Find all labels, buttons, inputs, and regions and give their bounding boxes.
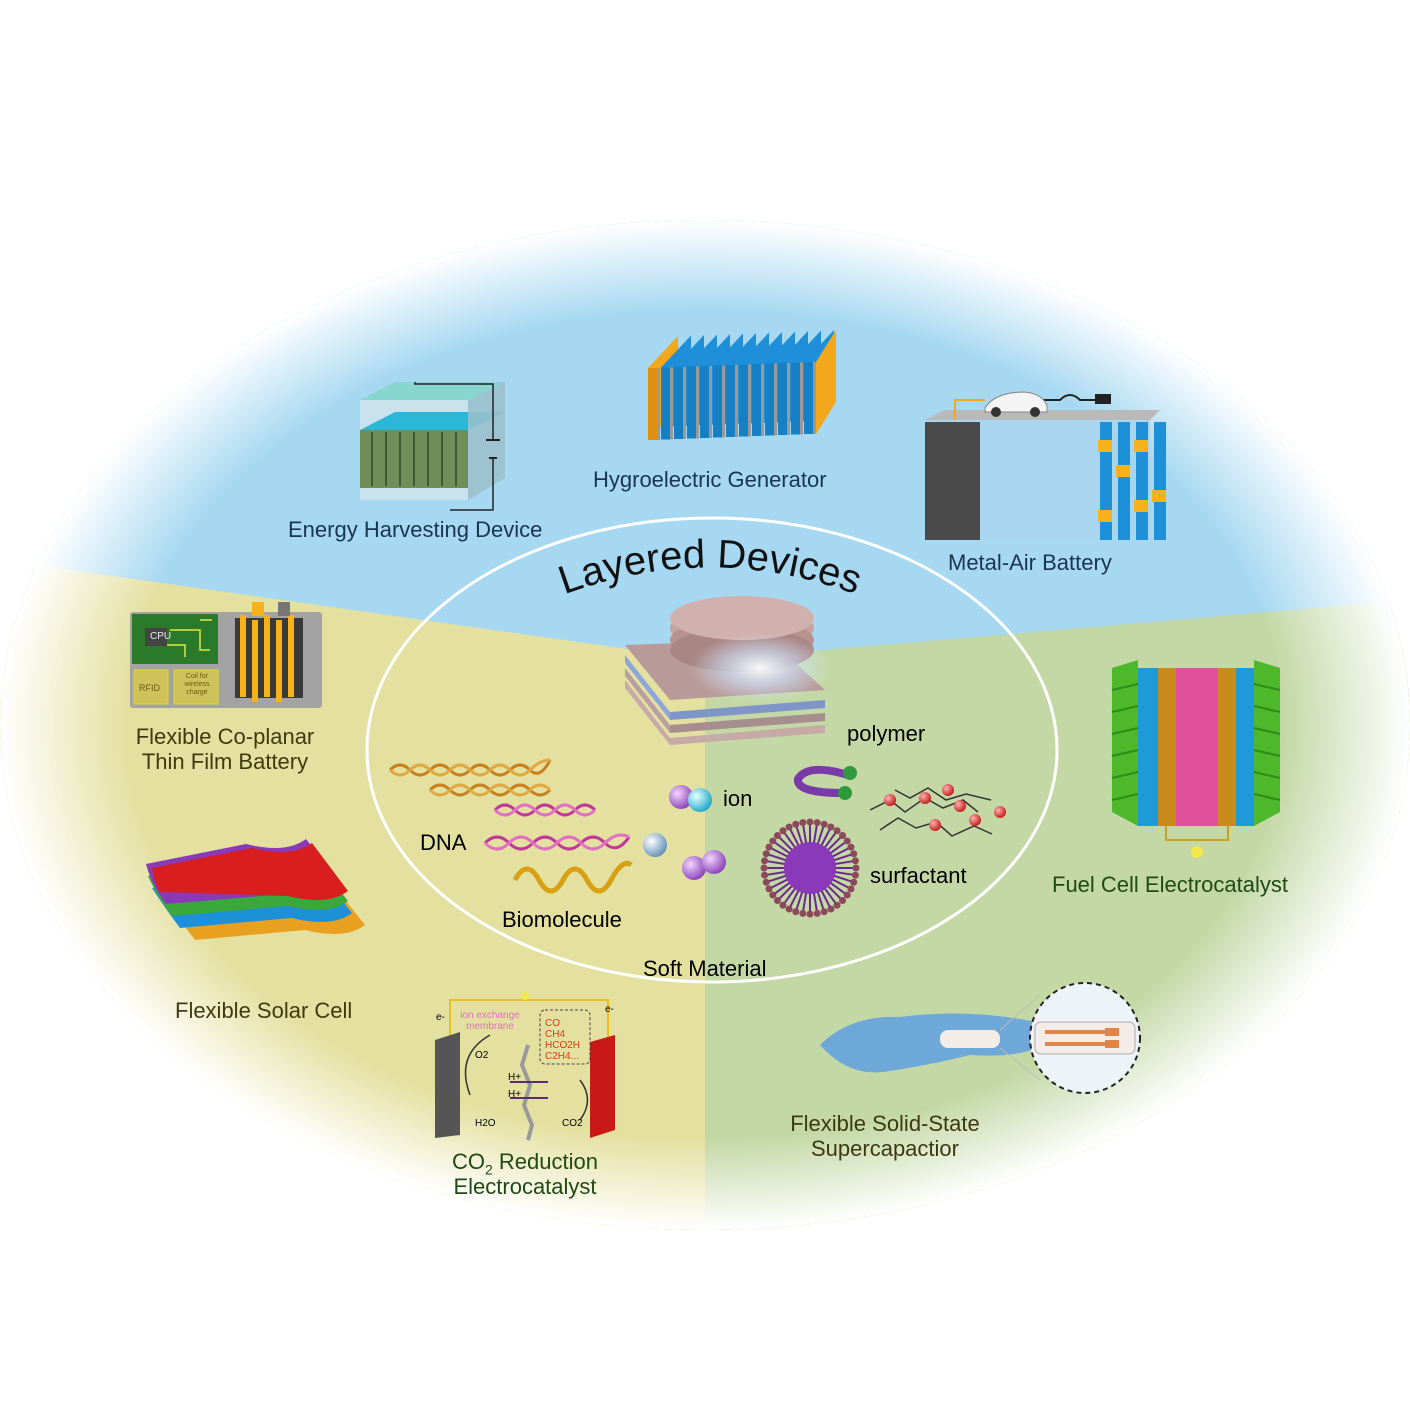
product-hco2h: HCO2H [545, 1040, 581, 1051]
surfactant-label: surfactant [870, 863, 967, 888]
co2-label-line2: Electrocatalyst [453, 1174, 597, 1199]
supercap-label-line2: Supercapactior [811, 1136, 959, 1161]
ion-icons [643, 785, 726, 880]
energy-harvesting-label: Energy Harvesting Device [288, 517, 543, 542]
metal-air-label: Metal-Air Battery [948, 550, 1112, 575]
electron-label-right: e- [605, 1004, 614, 1015]
hplus-label-1: H+ [508, 1072, 522, 1083]
product-ch4: CH4 [545, 1029, 566, 1040]
electron-label-left: e- [436, 1012, 445, 1023]
fuel-cell-icon [1111, 660, 1281, 858]
coil-label: Coil for wireless charge [184, 673, 210, 696]
ion-label: ion [723, 786, 753, 811]
product-co: CO [545, 1018, 560, 1029]
layered-stack-icon [625, 596, 830, 745]
h2o-label: H2O [475, 1118, 496, 1129]
product-c2h4: C2H4... [545, 1051, 579, 1062]
surfactant-icon [760, 818, 860, 918]
solar-cell-label: Flexible Solar Cell [175, 998, 353, 1023]
co2-subscript: 2 [485, 1161, 493, 1178]
co2-inset-label: CO2 [562, 1118, 583, 1129]
coplanar-label-line1: Flexible Co-planar [135, 724, 315, 749]
energy-harvesting-device-icon [360, 382, 505, 511]
cpu-label: CPU [150, 631, 172, 642]
co2-text: CO [452, 1149, 485, 1174]
hygroelectric-generator-icon [648, 330, 836, 440]
polymer-label: polymer [847, 721, 926, 746]
coplanar-label-line2: Thin Film Battery [141, 749, 309, 774]
hplus-label-2: H+ [508, 1089, 522, 1100]
solar-cell-icon [146, 839, 365, 940]
supercap-label-line1: Flexible Solid-State [790, 1111, 980, 1136]
rfid-label: RFID [139, 683, 160, 693]
soft-material-ring [365, 516, 1059, 984]
soft-material-label: Soft Material [643, 956, 767, 981]
products-list: CO CH4 HCO2H C2H4... [545, 1018, 580, 1062]
hygroelectric-label: Hygroelectric Generator [593, 467, 827, 492]
membrane-label: ion exchange membrane [460, 1010, 520, 1032]
co2-label-line1: CO2 Reduction [420, 1149, 630, 1182]
co2-reduction-icon [435, 992, 615, 1141]
co2-reduction-text: Reduction [492, 1149, 598, 1174]
biomolecule-icon [512, 860, 633, 894]
o2-label: O2 [475, 1050, 489, 1061]
metal-air-battery-icon [925, 391, 1166, 540]
coplanar-battery-icon [130, 602, 322, 708]
supercapacitor-glove-icon [820, 982, 1141, 1094]
fuel-cell-label: Fuel Cell Electrocatalyst [1052, 872, 1288, 897]
polymer-icon [794, 765, 1006, 837]
dna-label: DNA [420, 830, 467, 855]
biomolecule-label: Biomolecule [502, 907, 622, 932]
dna-icon [388, 758, 631, 851]
